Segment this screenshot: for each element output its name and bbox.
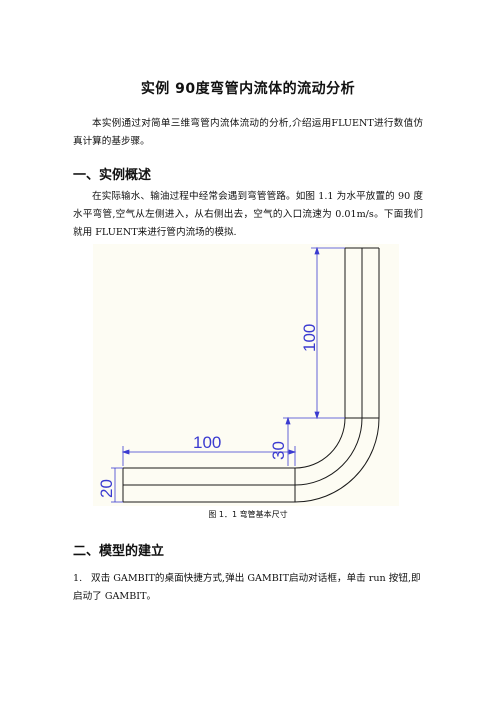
pipe-outline (122, 247, 380, 503)
figure-caption: 图 1．1 弯管基本尺寸 (208, 510, 288, 519)
page-title: 实例 90度弯管内流体的流动分析 (140, 81, 356, 97)
section-heading-overview: 一、实例概述 (73, 168, 152, 183)
figure-pipe-drawing: 100 100 30 20 (93, 244, 399, 506)
dimension-lines (111, 246, 345, 503)
list-item-text: 双击 GAMBIT的桌面快捷方式,弹出 GAMBIT启动对话框，单击 run 按… (73, 573, 421, 602)
dim-label-vertical-100: 100 (300, 324, 319, 352)
dim-label-horizontal-100: 100 (193, 433, 221, 452)
dimension-labels: 100 100 30 20 (97, 324, 319, 498)
overview-paragraph: 在实际输水、输油过程中经常会遇到弯管管路。如图 1.1 为水平放置的 90 度水… (73, 191, 423, 238)
dim-label-width-20: 20 (97, 479, 116, 498)
list-item: 1.双击 GAMBIT的桌面快捷方式,弹出 GAMBIT启动对话框，单击 run… (73, 570, 423, 606)
list-item-number: 1. (73, 573, 83, 584)
intro-paragraph: 本实例通过对简单三维弯管内流体流动的分析,介绍运用FLUENT进行数值仿真计算的… (73, 118, 423, 147)
pipe-drawing-svg: 100 100 30 20 (97, 246, 380, 503)
section-heading-model: 二、模型的建立 (73, 544, 165, 559)
dim-label-radius-30: 30 (269, 441, 288, 460)
